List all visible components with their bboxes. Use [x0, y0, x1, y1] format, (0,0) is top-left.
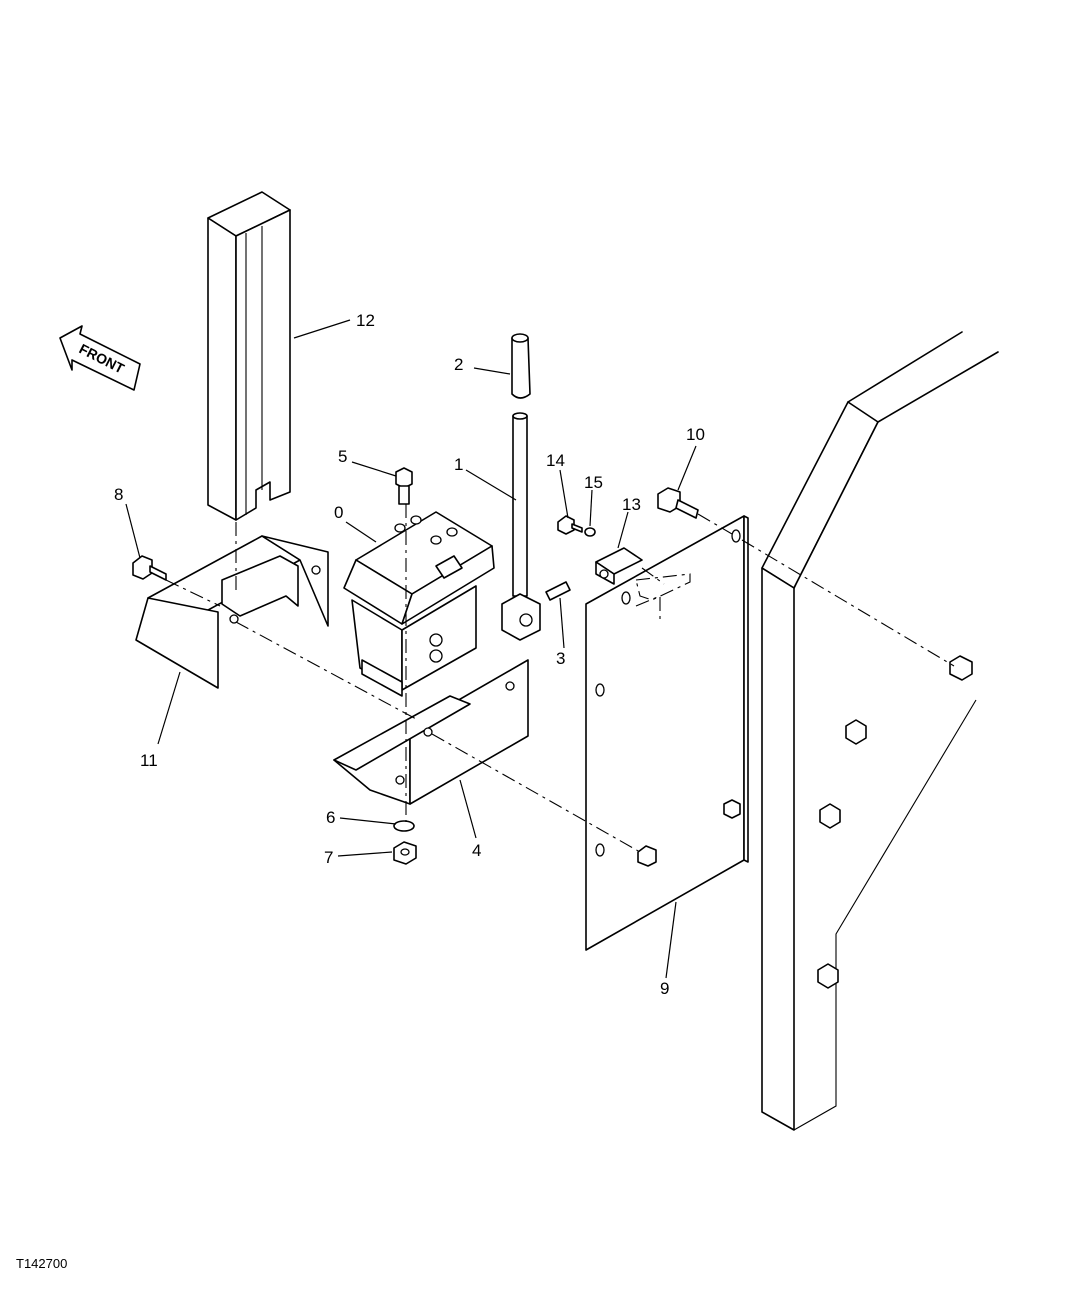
callout-1: 1 — [454, 455, 463, 474]
callout-8: 8 — [114, 485, 123, 504]
callout-9: 9 — [660, 979, 669, 998]
callout-7: 7 — [324, 848, 333, 867]
callout-2: 2 — [454, 355, 463, 374]
part-2-grip — [511, 333, 531, 399]
callout-3: 3 — [556, 649, 565, 668]
part-15-washer — [584, 527, 596, 537]
part-14-bolt — [557, 515, 583, 535]
figure-id: T142700 — [16, 1256, 67, 1271]
part-12-channel — [207, 191, 291, 521]
callout-labels: 0 1 2 3 4 5 6 7 8 9 10 11 12 13 14 15 — [114, 311, 705, 998]
nut-panel — [637, 845, 657, 867]
callout-12: 12 — [356, 311, 375, 330]
callout-6: 6 — [326, 808, 335, 827]
callout-10: 10 — [686, 425, 705, 444]
part-5-bolt — [395, 467, 413, 505]
part-1-lever — [501, 412, 541, 641]
callout-0: 0 — [334, 503, 343, 522]
part-11-cover — [135, 535, 329, 689]
callout-13: 13 — [622, 495, 641, 514]
assembly-lines — [165, 504, 955, 853]
front-direction-arrow: FRONT — [59, 325, 141, 391]
part-7-nut — [393, 841, 417, 865]
part-9-panel — [585, 515, 749, 951]
part-13-clamp — [595, 547, 643, 585]
part-3-pin — [545, 581, 571, 601]
cab-frame — [761, 331, 999, 1131]
leader-lines — [125, 319, 697, 979]
part-0-valve — [343, 511, 495, 697]
part-4-bracket — [333, 659, 529, 805]
part-8-bolt — [132, 555, 167, 581]
callout-5: 5 — [338, 447, 347, 466]
callout-15: 15 — [584, 473, 603, 492]
callout-14: 14 — [546, 451, 565, 470]
callout-4: 4 — [472, 841, 481, 860]
part-6-washer — [393, 820, 415, 832]
callout-11: 11 — [140, 751, 158, 770]
part-10-bolt — [657, 487, 699, 519]
